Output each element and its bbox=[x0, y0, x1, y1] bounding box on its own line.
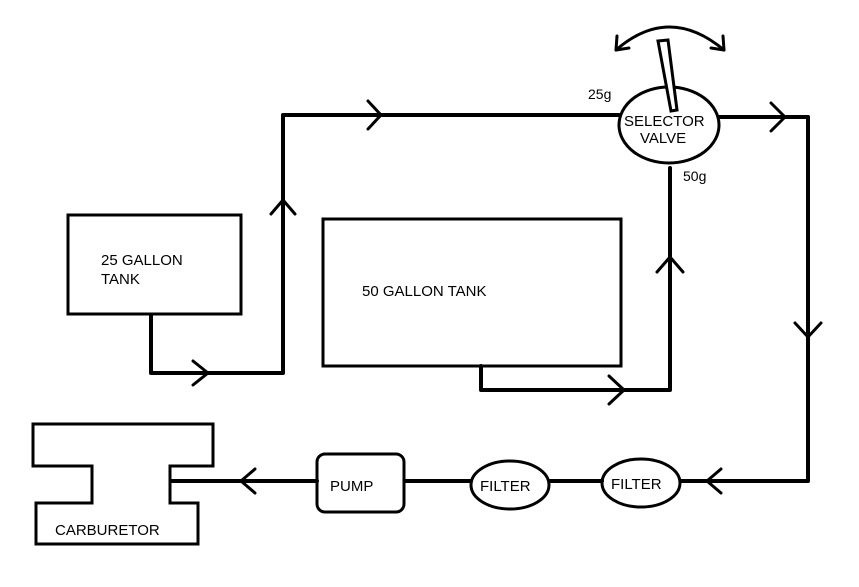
fuel-line-25-tank bbox=[149, 113, 621, 375]
port-label-25g: 25g bbox=[588, 86, 611, 102]
flow-arrow-right bbox=[607, 374, 626, 406]
carburetor: CARBURETOR bbox=[31, 422, 215, 546]
selector-valve: SELECTOR VALVE bbox=[614, 25, 726, 165]
flow-arrow-right bbox=[769, 101, 787, 133]
valve-handle-icon bbox=[656, 38, 679, 113]
rotation-arc-icon bbox=[614, 25, 726, 52]
filter-1: FILTER bbox=[469, 459, 551, 511]
pump-label: PUMP bbox=[330, 478, 373, 495]
filter-2-label: FILTER bbox=[611, 476, 662, 493]
filter-2: FILTER bbox=[600, 457, 682, 509]
fuel-line-50-tank bbox=[479, 166, 672, 392]
port-label-50g: 50g bbox=[683, 168, 706, 184]
selector-valve-label-line1: SELECTOR bbox=[624, 113, 705, 130]
fuel-line-output bbox=[678, 115, 810, 483]
tank-50-gallon: 50 GALLON TANK bbox=[321, 217, 623, 368]
flow-arrow-right bbox=[191, 359, 210, 387]
rotation-arrowhead-left bbox=[614, 34, 631, 52]
filter-1-label: FILTER bbox=[480, 478, 531, 495]
carburetor-label: CARBURETOR bbox=[55, 522, 160, 539]
tank-25-gallon: 25 GALLON TANK bbox=[66, 213, 243, 316]
rotation-arrowhead-right bbox=[709, 34, 726, 52]
flow-arrow-up bbox=[655, 255, 685, 274]
pump: PUMP bbox=[315, 452, 406, 514]
tank-50-label: 50 GALLON TANK bbox=[362, 283, 487, 300]
flow-arrow-up bbox=[269, 198, 297, 216]
flow-arrow-down bbox=[793, 321, 823, 339]
tank-25-label-line1: 25 GALLON bbox=[101, 252, 183, 269]
flow-arrow-left bbox=[705, 467, 723, 495]
flow-arrow-left bbox=[239, 467, 257, 495]
flow-arrow-right bbox=[366, 99, 383, 131]
tank-25-label-line2: TANK bbox=[101, 271, 140, 288]
selector-valve-label-line2: VALVE bbox=[640, 130, 686, 147]
